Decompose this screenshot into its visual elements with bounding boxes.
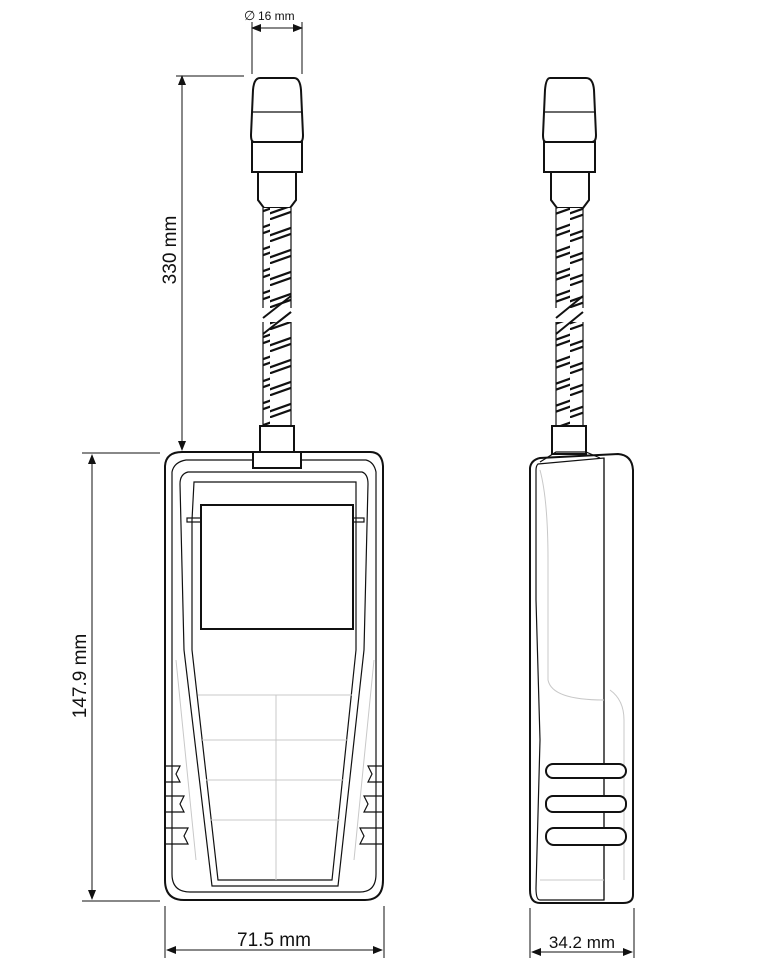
- front-gooseneck-upper: [262, 208, 292, 319]
- front-grip-right: [359, 765, 383, 845]
- front-probe-head: [249, 77, 305, 209]
- front-view: ∅ 16 mm 330 mm 147.9 mm 71.5 mm: [70, 8, 385, 958]
- side-probe-head: [541, 77, 598, 209]
- dim-body-depth-label: 34.2 mm: [549, 933, 615, 952]
- side-probe-connector: [551, 425, 587, 455]
- dim-body-width: 71.5 mm: [164, 906, 385, 958]
- dim-probe-diameter-symbol: ∅: [244, 8, 255, 23]
- dim-body-depth: 34.2 mm: [529, 908, 635, 958]
- front-gooseneck-lower: [262, 311, 292, 426]
- front-instrument-body: [164, 451, 384, 901]
- front-grip-left: [165, 765, 189, 845]
- side-gooseneck-upper: [555, 208, 584, 319]
- front-keypad-lines: [175, 659, 375, 880]
- dim-body-height: 147.9 mm: [70, 452, 160, 902]
- side-view: 34.2 mm: [529, 77, 635, 958]
- front-probe-connector: [259, 425, 295, 455]
- side-grip-slots: [545, 763, 627, 846]
- dim-probe-length: 330 mm: [160, 75, 244, 451]
- side-instrument-body: [529, 451, 634, 904]
- dim-probe-diameter: ∅ 16 mm: [244, 8, 303, 74]
- side-gooseneck-lower: [555, 311, 584, 426]
- dim-probe-length-label: 330 mm: [160, 216, 181, 285]
- dim-probe-diameter-label: 16 mm: [258, 9, 295, 23]
- dim-body-width-label: 71.5 mm: [237, 930, 311, 951]
- dim-body-height-label: 147.9 mm: [70, 634, 91, 718]
